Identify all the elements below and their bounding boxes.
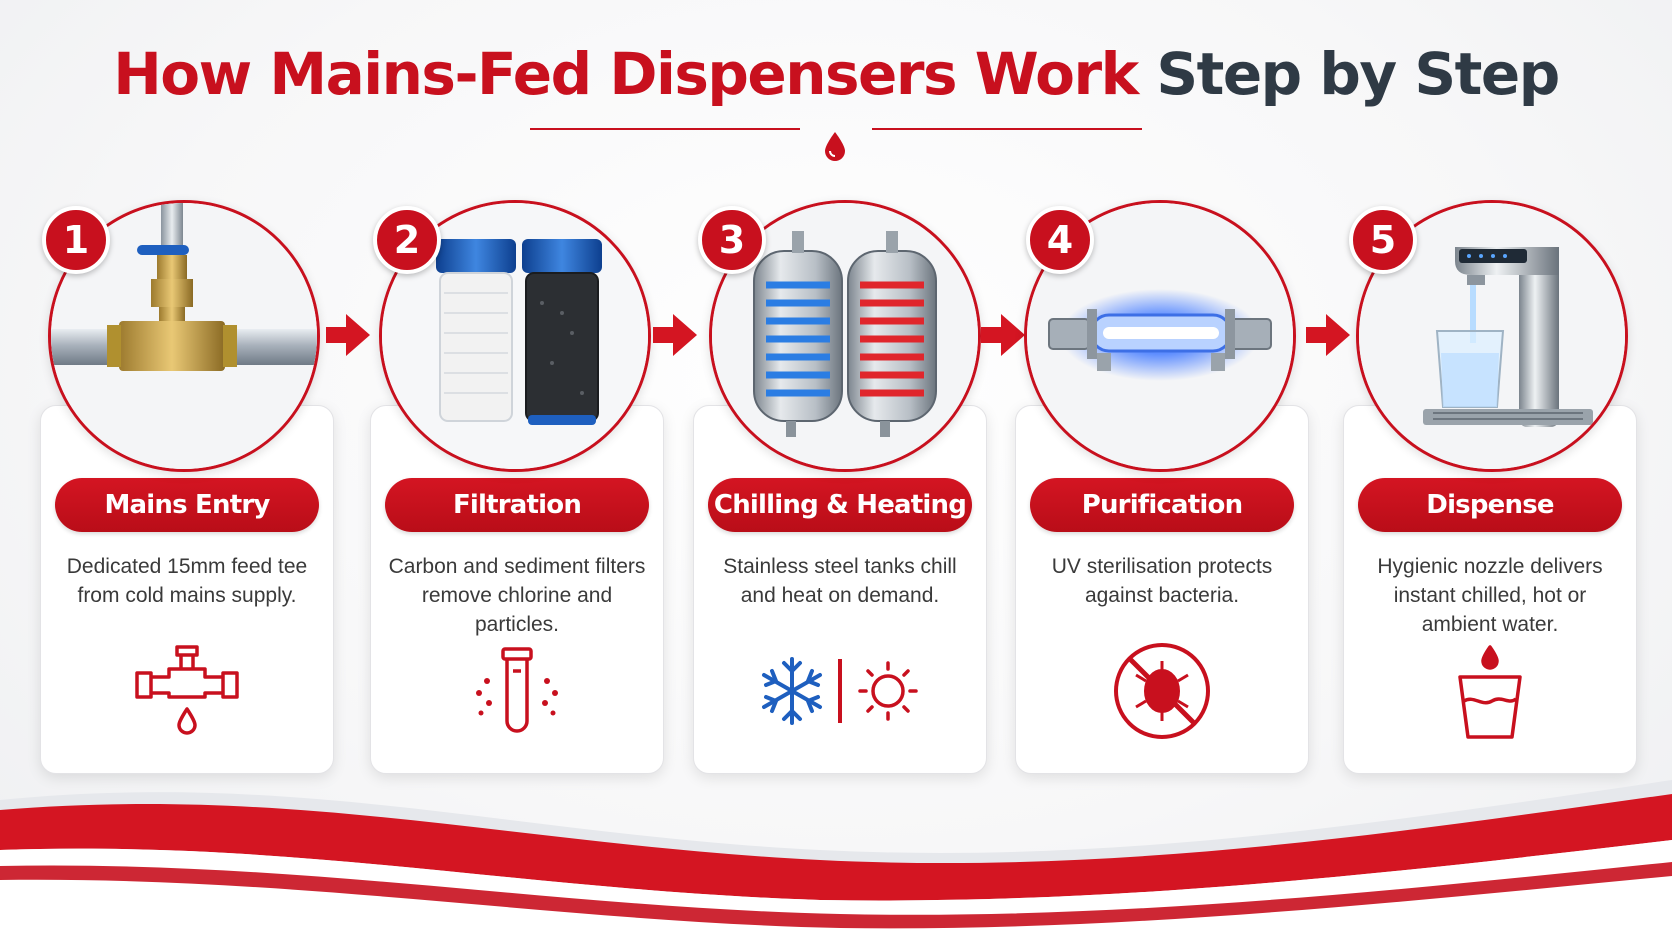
step-number-3: 3	[698, 206, 766, 274]
step-number-5: 5	[1349, 206, 1417, 274]
step-description-3: Stainless steel tanks chill and heat on …	[723, 555, 957, 607]
step-number-1: 1	[42, 206, 110, 274]
snowflake-icon	[762, 657, 822, 725]
step-title-1: Mains Entry	[55, 478, 319, 532]
sun-icon	[858, 661, 918, 721]
step-icon-3	[694, 641, 986, 741]
chill-heat-icons	[762, 657, 918, 725]
step-icon-2	[371, 641, 663, 741]
arrow-right-icon	[653, 314, 697, 356]
arrow-right-icon	[1306, 314, 1350, 356]
step-icon-1	[41, 641, 333, 741]
step-description-2: Carbon and sediment filters remove chlor…	[388, 555, 646, 636]
step-icon-5	[1344, 641, 1636, 741]
step-number-4: 4	[1026, 206, 1094, 274]
arrow-right-icon	[981, 314, 1025, 356]
step-description-4: UV sterilisation protects against bacter…	[1051, 555, 1273, 607]
no-bacteria-icon	[1114, 643, 1210, 739]
step-title-3: Chilling & Heating	[708, 478, 972, 532]
page-title: How Mains-Fed Dispensers Work Step by St…	[0, 40, 1672, 108]
water-drop-icon	[825, 132, 845, 161]
step-icon-4	[1016, 641, 1308, 741]
glass-drop-icon	[1458, 645, 1522, 739]
filter-housings-illustration	[382, 203, 648, 469]
arrow-right-icon	[326, 314, 370, 356]
title-divider-right	[872, 128, 1142, 130]
title-dark-part: Step by Step	[1156, 40, 1560, 108]
step-description-5: Hygienic nozzle delivers instant chilled…	[1377, 555, 1603, 636]
decorative-wave	[0, 780, 1672, 941]
title-divider-left	[530, 128, 800, 130]
step-number-2: 2	[373, 206, 441, 274]
step-description-1: Dedicated 15mm feed tee from cold mains …	[66, 555, 308, 607]
step-card-2: Filtration Carbon and sediment filters r…	[370, 405, 664, 774]
step-title-4: Purification	[1030, 478, 1294, 532]
filter-cartridge-icon	[476, 647, 558, 733]
title-red-part: How Mains-Fed Dispensers Work	[113, 40, 1139, 108]
step-title-5: Dispense	[1358, 478, 1622, 532]
pipe-tee-drip-icon	[135, 645, 239, 735]
step-photo-4	[1024, 200, 1296, 472]
step-title-2: Filtration	[385, 478, 649, 532]
